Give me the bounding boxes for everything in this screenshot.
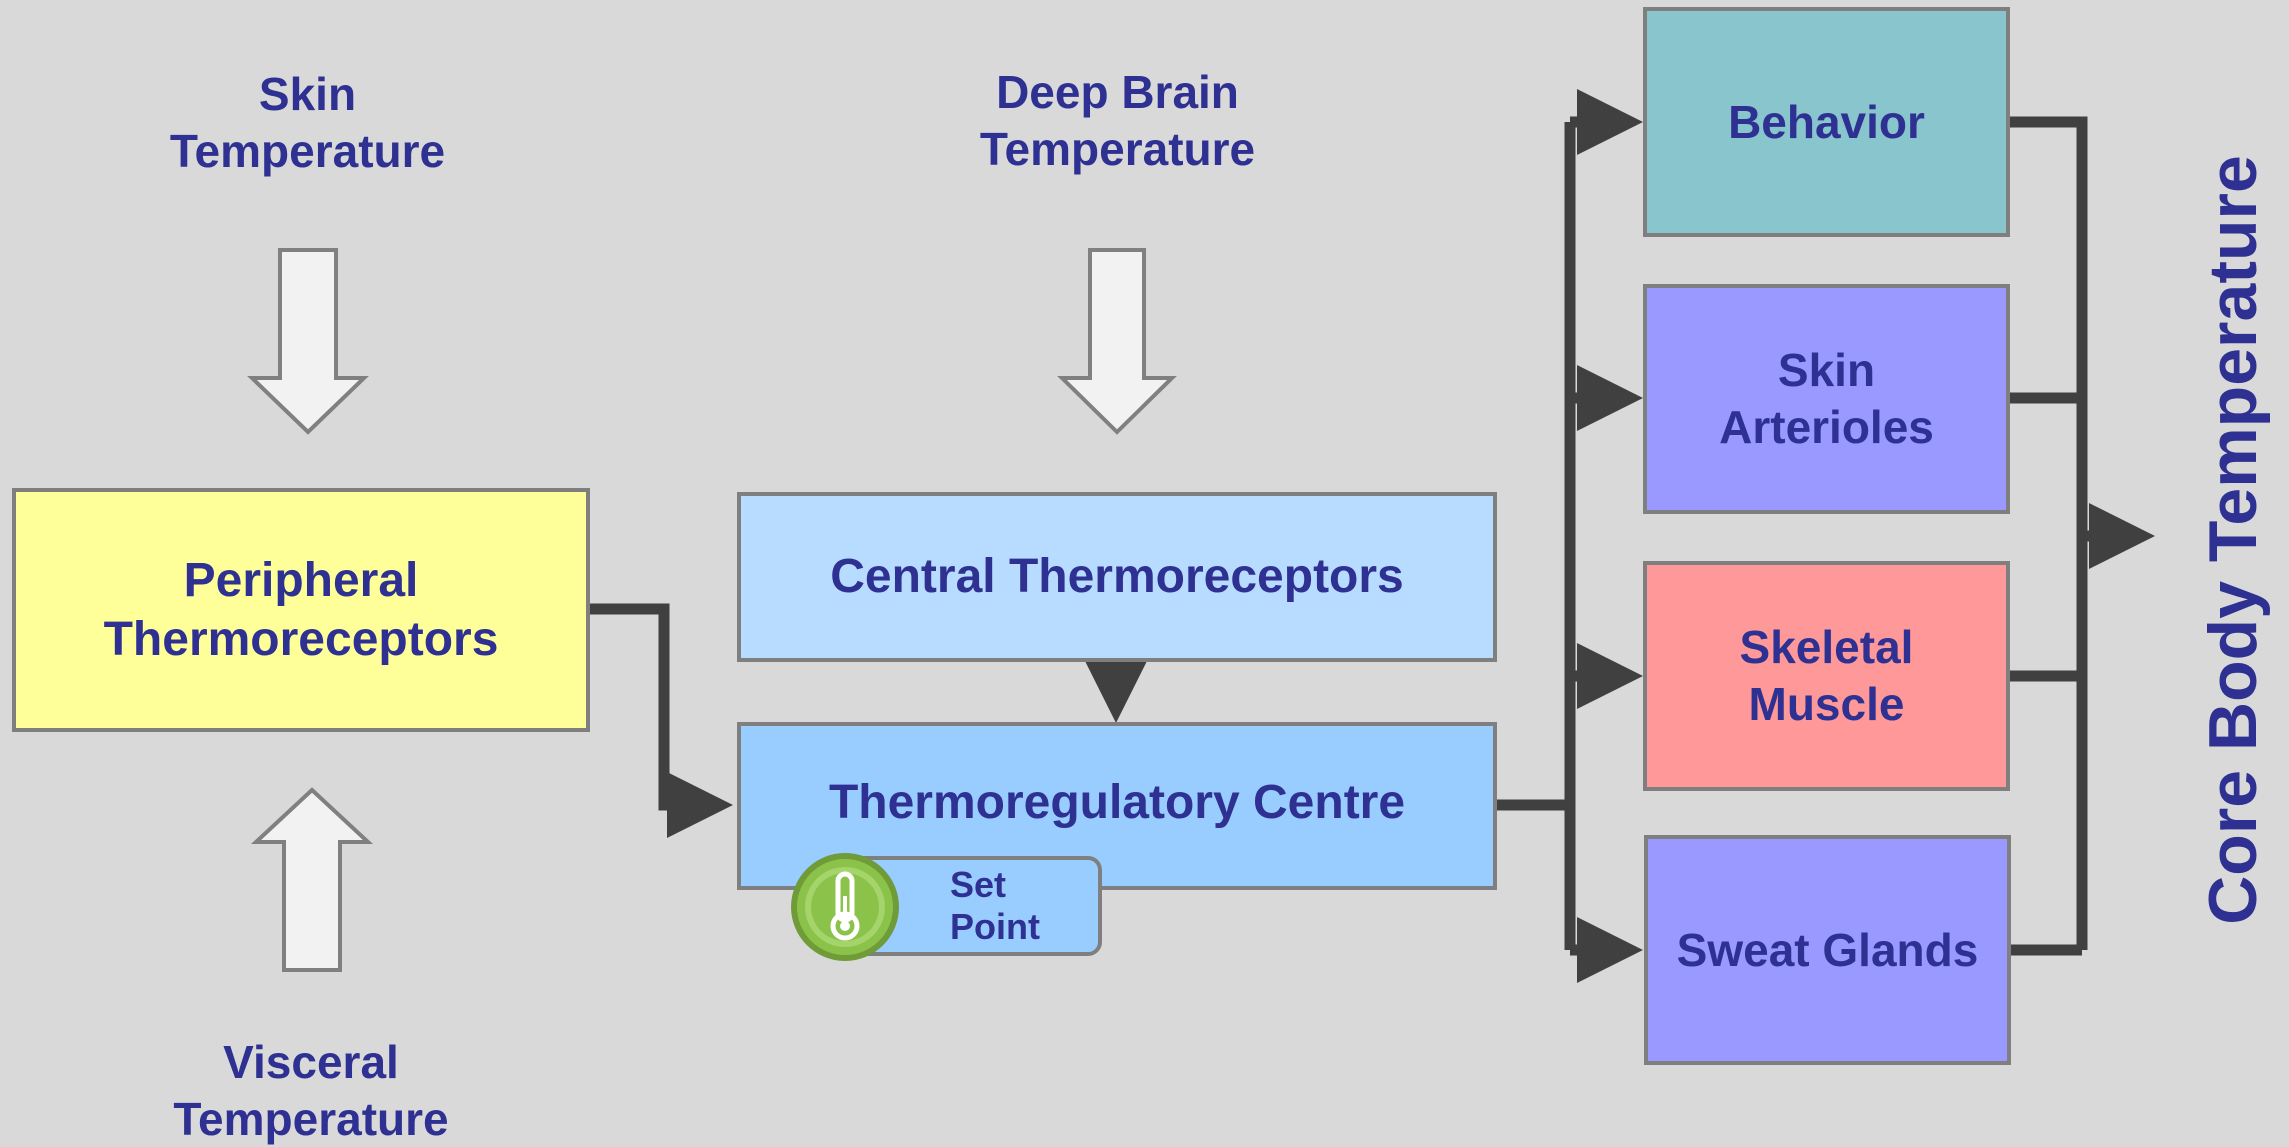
skeletal-muscle-line-1: Skeletal (1739, 621, 1914, 674)
deep-brain-temperature-label: Deep Brain Temperature (950, 64, 1285, 177)
skeletal-muscle-line-2: Muscle (1748, 678, 1905, 730)
skeletal-muscle-box: Skeletal Muscle (1643, 561, 2010, 791)
skin-temperature-arrow (247, 248, 369, 435)
sweat-glands-label: Sweat Glands (1676, 923, 1979, 976)
visceral-temperature-arrow (250, 787, 374, 972)
skin-temperature-line-2: Temperature (169, 124, 446, 177)
central-thermoreceptors-label: Central Thermoreceptors (830, 550, 1404, 604)
skin-temperature-line-1: Skin (258, 68, 357, 120)
visceral-temperature-line-2: Temperature (173, 1092, 449, 1145)
skin-arterioles-box: Skin Arterioles (1643, 284, 2010, 514)
core-body-temperature-output: Core Body Temperature (2193, 110, 2273, 970)
core-body-temperature-label: Core Body Temperature (2195, 155, 2271, 925)
thermoregulatory-centre-label: Thermoregulatory Centre (828, 776, 1406, 830)
skin-temperature-label: Skin Temperature (150, 66, 465, 179)
deep-brain-temperature-arrow (1057, 248, 1177, 435)
centre-to-effectors-bus (1494, 122, 1576, 950)
deep-brain-temperature-line-2: Temperature (979, 122, 1256, 175)
central-thermoreceptors-box: Central Thermoreceptors (737, 492, 1497, 662)
behavior-label: Behavior (1728, 95, 1925, 148)
peripheral-thermoreceptors-line-2: Thermoreceptors (103, 613, 499, 666)
peripheral-to-centre-connector (588, 603, 733, 838)
peripheral-thermoreceptors-box: Peripheral Thermoreceptors (12, 488, 590, 732)
set-point-label: Set Point (950, 864, 1040, 947)
effectors-output-collector (2008, 116, 2088, 956)
thermometer-icon (791, 853, 899, 961)
behavior-box: Behavior (1643, 7, 2010, 237)
visceral-temperature-label: Visceral Temperature (150, 1034, 472, 1147)
skin-arterioles-line-1: Skin (1777, 344, 1876, 397)
sweat-glands-box: Sweat Glands (1644, 835, 2011, 1065)
thermoregulatory-centre-box: Thermoregulatory Centre (737, 722, 1497, 890)
deep-brain-temperature-line-1: Deep Brain (996, 66, 1239, 118)
peripheral-thermoreceptors-line-1: Peripheral (183, 553, 419, 607)
visceral-temperature-line-1: Visceral (223, 1036, 399, 1088)
skin-arterioles-line-2: Arterioles (1719, 401, 1934, 453)
